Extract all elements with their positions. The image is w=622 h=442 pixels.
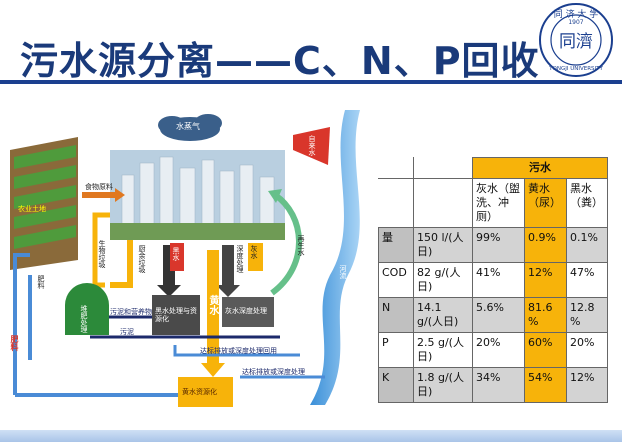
label-kitchen-waste: 厨余垃圾 bbox=[138, 245, 146, 273]
label-recycled: 再生水 bbox=[297, 235, 305, 256]
row-label: K bbox=[378, 367, 414, 403]
cell-total: 2.5 g/(人日) bbox=[413, 332, 473, 368]
cell-black: 47% bbox=[566, 262, 608, 298]
diagram-graphics bbox=[10, 110, 360, 407]
label-discharge-reuse: 达标排放或深度处理回用 bbox=[200, 347, 277, 355]
label-black-proc: 黑水处理与资源化 bbox=[155, 307, 197, 323]
table-row: 量 150 l/(人日) 99% 0.9% 0.1% bbox=[378, 227, 608, 263]
label-gray-water: 灰水 bbox=[250, 245, 258, 259]
label-compost: 堆肥处理 bbox=[80, 305, 88, 333]
seal-year: 1907 bbox=[568, 19, 583, 26]
cell-black: 12.8 % bbox=[566, 297, 608, 333]
cell-total: 14.1 g/(人日) bbox=[413, 297, 473, 333]
label-fertilizer-2: 肥料 bbox=[10, 335, 19, 351]
col-header-black-water: 黑水（粪） bbox=[566, 178, 608, 228]
university-seal-icon: 同 济 大 学 1907 同濟 TONGJI UNIVERSITY bbox=[539, 3, 613, 77]
farm-field bbox=[10, 137, 78, 270]
col-header-yellow-water: 黄水（尿） bbox=[524, 178, 567, 228]
cell-gray: 99% bbox=[472, 227, 525, 263]
cell-gray: 5.6% bbox=[472, 297, 525, 333]
label-farm: 农业土地 bbox=[18, 205, 46, 213]
label-sludge-nutrient: 污泥和营养物 bbox=[110, 308, 152, 316]
cell-yellow: 54% bbox=[524, 367, 567, 403]
label-yellow-proc: 黄水资源化 bbox=[182, 388, 217, 396]
label-steam: 水蒸气 bbox=[176, 122, 200, 131]
source-separation-diagram: 水蒸气 自来水 农业土地 食物原料 肥料 肥料 生物垃圾 厨余垃圾 黑水 灰水 … bbox=[10, 105, 365, 415]
label-discharge-reuse-2: 达标排放或深度处理 bbox=[242, 368, 305, 376]
label-yellow-water: 黄水 bbox=[207, 295, 218, 315]
cell-gray: 41% bbox=[472, 262, 525, 298]
label-food-raw: 食物原料 bbox=[85, 183, 113, 191]
label-fertilizer: 肥料 bbox=[37, 275, 45, 289]
cell-gray: 34% bbox=[472, 367, 525, 403]
seal-center: 同濟 bbox=[559, 32, 593, 52]
table-corner-3 bbox=[378, 178, 414, 228]
table-corner-4 bbox=[413, 178, 473, 228]
table-corner-2 bbox=[413, 157, 473, 179]
cell-yellow: 0.9% bbox=[524, 227, 567, 263]
row-label: P bbox=[378, 332, 414, 368]
cell-total: 1.8 g/(人日) bbox=[413, 367, 473, 403]
cell-yellow: 81.6 % bbox=[524, 297, 567, 333]
label-black-water: 黑水 bbox=[172, 247, 180, 261]
footer-strip bbox=[0, 430, 622, 442]
col-header-gray-water: 灰水（盥洗、冲厕） bbox=[472, 178, 525, 228]
seal-top-text: 同 济 大 学 bbox=[554, 8, 599, 20]
row-label: N bbox=[378, 297, 414, 333]
cell-black: 12% bbox=[566, 367, 608, 403]
seal-bottom-text: TONGJI UNIVERSITY bbox=[548, 66, 603, 72]
label-river: 河流 bbox=[339, 265, 347, 279]
table-row: N 14.1 g/(人日) 5.6% 81.6 % 12.8 % bbox=[378, 297, 608, 333]
cell-yellow: 12% bbox=[524, 262, 567, 298]
cell-total: 82 g/(人日) bbox=[413, 262, 473, 298]
table-header-wastewater: 污水 bbox=[472, 157, 608, 179]
table-corner bbox=[378, 157, 414, 179]
label-tap-water: 自来水 bbox=[308, 135, 316, 156]
cell-total: 150 l/(人日) bbox=[413, 227, 473, 263]
title-divider bbox=[0, 80, 622, 84]
page-title: 污水源分离——C、N、P回收 bbox=[20, 39, 540, 83]
cell-black: 0.1% bbox=[566, 227, 608, 263]
cell-gray: 20% bbox=[472, 332, 525, 368]
label-bio-garbage: 生物垃圾 bbox=[98, 240, 106, 268]
row-label: COD bbox=[378, 262, 414, 298]
label-deep-treat: 深度处理 bbox=[236, 245, 244, 273]
table-row: COD 82 g/(人日) 41% 12% 47% bbox=[378, 262, 608, 298]
label-gray-proc: 灰水深度处理 bbox=[225, 307, 267, 315]
table-row: P 2.5 g/(人日) 20% 60% 20% bbox=[378, 332, 608, 368]
cell-yellow: 60% bbox=[524, 332, 567, 368]
row-label: 量 bbox=[378, 227, 414, 263]
cell-black: 20% bbox=[566, 332, 608, 368]
table-row: K 1.8 g/(人日) 34% 54% 12% bbox=[378, 367, 608, 403]
label-sludge: 污泥 bbox=[120, 328, 134, 336]
wastewater-composition-table: 污水 灰水（盥洗、冲厕） 黄水（尿） 黑水（粪） 量 150 l/(人日) 99… bbox=[378, 157, 608, 403]
